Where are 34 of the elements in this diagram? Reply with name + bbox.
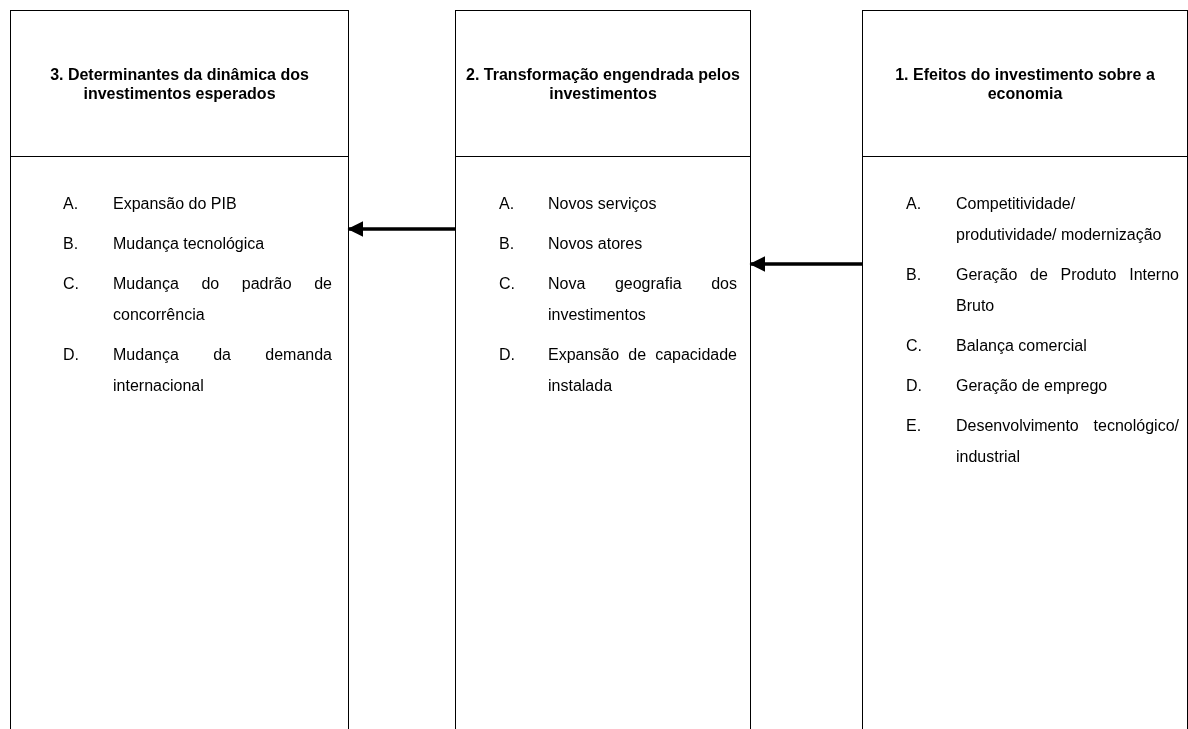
list-marker: B. — [63, 234, 79, 254]
list-marker: C. — [906, 336, 922, 356]
list-item-text: Desenvolvimento tecnológico/ industrial — [956, 416, 1179, 467]
list-item-text: Mudança tecnológica — [113, 234, 266, 254]
list-marker: C. — [499, 274, 515, 294]
list-marker: A. — [499, 194, 515, 214]
list-item-text: Mudança do padrão de concorrência — [113, 274, 332, 325]
column-heading: 2. Transformação engendrada pelos investimentos — [465, 64, 741, 103]
column-heading: 1. Efeitos do investimento sobre a economia — [894, 64, 1156, 103]
column-heading: 3. Determinantes da dinâmica dos investimentos esperados — [49, 64, 310, 103]
arrow — [347, 221, 456, 237]
list-item-text: Balança comercial — [956, 336, 1088, 356]
column-panel — [862, 10, 1188, 729]
list-marker: D. — [63, 345, 79, 365]
list-marker: E. — [906, 416, 922, 436]
list-item-text: Geração de Produto Interno Bruto — [956, 265, 1179, 316]
column-panel — [455, 10, 751, 729]
list-item-text: Competitividade/ produtividade/ modernização — [956, 194, 1163, 245]
list-marker: D. — [499, 345, 515, 365]
list-item-text: Mudança da demanda internacional — [113, 345, 332, 396]
list-item-text: Geração de emprego — [956, 376, 1109, 396]
list-marker: B. — [499, 234, 515, 254]
list-marker: D. — [906, 376, 922, 396]
arrow — [749, 256, 863, 272]
list-marker: A. — [63, 194, 79, 214]
list-item-text: Expansão de capacidade instalada — [548, 345, 737, 396]
list-item-text: Novos atores — [548, 234, 644, 254]
list-marker: B. — [906, 265, 922, 285]
list-marker: A. — [906, 194, 922, 214]
list-item-text: Novos serviços — [548, 194, 658, 214]
list-item-text: Nova geografia dos investimentos — [548, 274, 737, 325]
column-panel — [10, 10, 349, 729]
list-item-text: Expansão do PIB — [113, 194, 238, 214]
list-marker: C. — [63, 274, 79, 294]
